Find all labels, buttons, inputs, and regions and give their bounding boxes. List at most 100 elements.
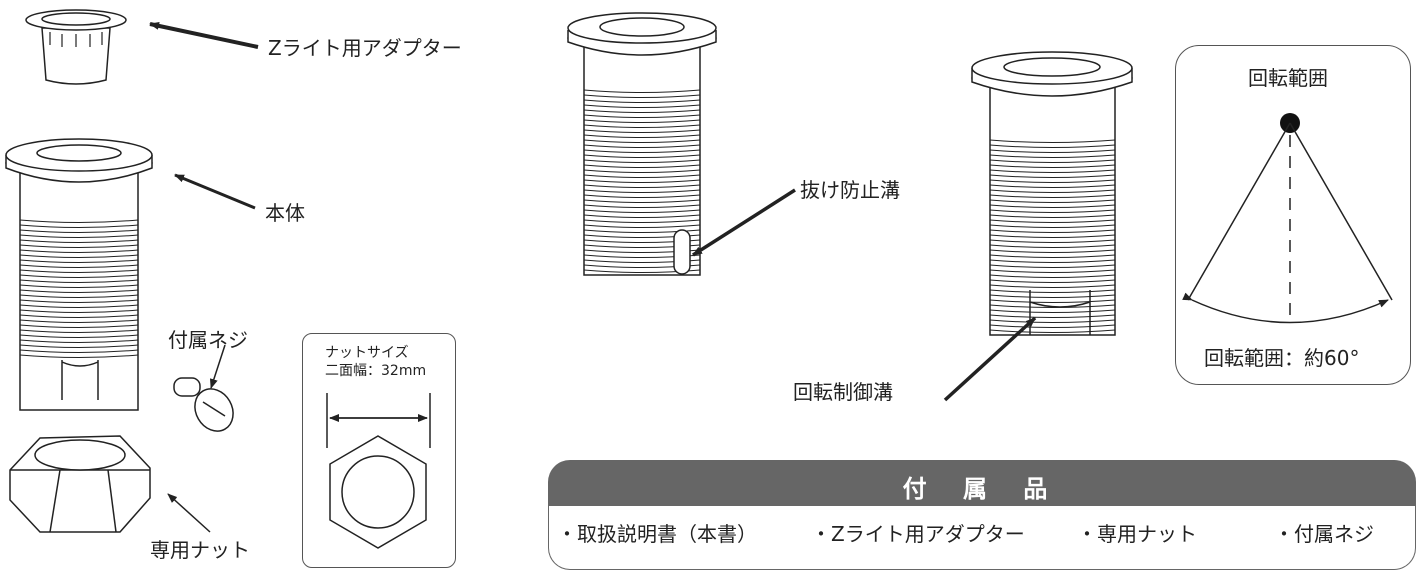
thread-line — [19, 224, 139, 228]
thread-line — [19, 349, 139, 353]
thread-line — [989, 244, 1116, 248]
thread-line — [583, 154, 701, 158]
accessory-item: ・専用ナット — [1077, 522, 1197, 546]
thread-line — [989, 249, 1116, 253]
thread-line — [989, 259, 1116, 263]
thread-line — [19, 314, 139, 318]
thread-line — [19, 299, 139, 303]
thread-line — [989, 274, 1116, 278]
rotation-range-title: 回転範囲 — [1248, 66, 1328, 90]
thread-line — [19, 254, 139, 258]
thread-line — [19, 304, 139, 308]
accessory-item: ・取扱説明書（本書） — [557, 522, 757, 546]
thread-line — [989, 174, 1116, 178]
thread-line — [989, 194, 1116, 198]
thread-line — [19, 244, 139, 248]
center-body-illustration — [567, 12, 717, 276]
thread-line — [583, 159, 701, 163]
thread-line — [583, 149, 701, 153]
thread-line — [583, 129, 701, 133]
thread-line — [989, 304, 1116, 308]
thread-line — [989, 319, 1116, 323]
thread-line — [989, 164, 1116, 168]
rotation-groove-label: 回転制御溝 — [793, 380, 893, 404]
thread-line — [989, 329, 1116, 333]
thread-line — [19, 239, 139, 243]
adapter-label: Zライト用アダプター — [268, 36, 462, 60]
rotation-range-value: 回転範囲：約60° — [1204, 346, 1360, 370]
thread-line — [19, 269, 139, 273]
screw-label: 付属ネジ — [168, 328, 248, 352]
right-body-illustration — [971, 51, 1133, 336]
thread-line — [989, 234, 1116, 238]
thread-line — [989, 209, 1116, 213]
thread-line — [19, 274, 139, 278]
main-body-illustration — [5, 138, 153, 411]
accessories-title: 付 属 品 — [902, 475, 1062, 503]
adapter-arrow — [149, 21, 259, 49]
accessories-panel: 付 属 品 ・取扱説明書（本書） ・Zライト用アダプター ・専用ナット ・付属ネ… — [548, 460, 1418, 572]
nut-arrow — [167, 493, 211, 533]
thread-line — [583, 229, 701, 233]
thread-line — [19, 294, 139, 298]
rotation-groove-arrow — [943, 316, 1037, 402]
thread-line — [989, 159, 1116, 163]
thread-line — [583, 224, 701, 228]
thread-line — [19, 324, 139, 328]
rotation-range-drawing — [1182, 113, 1393, 324]
thread-line — [19, 234, 139, 238]
nut-size-box: ナットサイズ 二面幅：32mm — [302, 333, 456, 568]
thread-line — [989, 284, 1116, 288]
thread-line — [583, 104, 701, 108]
thread-line — [583, 179, 701, 183]
thread-line — [583, 174, 701, 178]
thread-line — [19, 289, 139, 293]
thread-line — [989, 214, 1116, 218]
thread-line — [989, 239, 1116, 243]
rotation-range-box: 回転範囲 回転範囲：約60° — [1175, 45, 1411, 385]
thread-line — [989, 309, 1116, 313]
thread-line — [989, 299, 1116, 303]
thread-line — [583, 189, 701, 193]
antidrop-arrow — [692, 188, 796, 257]
thread-line — [19, 284, 139, 288]
thread-line — [583, 144, 701, 148]
antidrop-groove-label: 抜け防止溝 — [800, 178, 900, 202]
thread-line — [583, 139, 701, 143]
thread-line — [19, 334, 139, 338]
thread-line — [583, 119, 701, 123]
thread-line — [583, 134, 701, 138]
body-label: 本体 — [265, 201, 305, 225]
thread-line — [989, 314, 1116, 318]
thread-line — [19, 354, 139, 358]
thread-line — [19, 344, 139, 348]
thread-line — [989, 219, 1116, 223]
accessories-header: 付 属 品 — [548, 460, 1416, 506]
thread-line — [583, 184, 701, 188]
thread-line — [989, 279, 1116, 283]
thread-line — [19, 229, 139, 233]
thread-line — [989, 154, 1116, 158]
thread-line — [989, 224, 1116, 228]
thread-line — [989, 269, 1116, 273]
thread-line — [989, 199, 1116, 203]
accessory-item: ・Zライト用アダプター — [811, 522, 1025, 546]
thread-line — [19, 319, 139, 323]
thread-line — [583, 204, 701, 208]
thread-line — [583, 214, 701, 218]
thread-line — [989, 184, 1116, 188]
thread-line — [583, 94, 701, 98]
thread-line — [989, 179, 1116, 183]
thread-line — [19, 329, 139, 333]
thread-line — [989, 139, 1116, 143]
thread-line — [19, 264, 139, 268]
thread-line — [583, 124, 701, 128]
thread-line — [583, 209, 701, 213]
thread-line — [989, 149, 1116, 153]
thread-line — [583, 194, 701, 198]
thread-line — [583, 199, 701, 203]
thread-line — [583, 164, 701, 168]
thread-line — [989, 144, 1116, 148]
thread-line — [989, 169, 1116, 173]
